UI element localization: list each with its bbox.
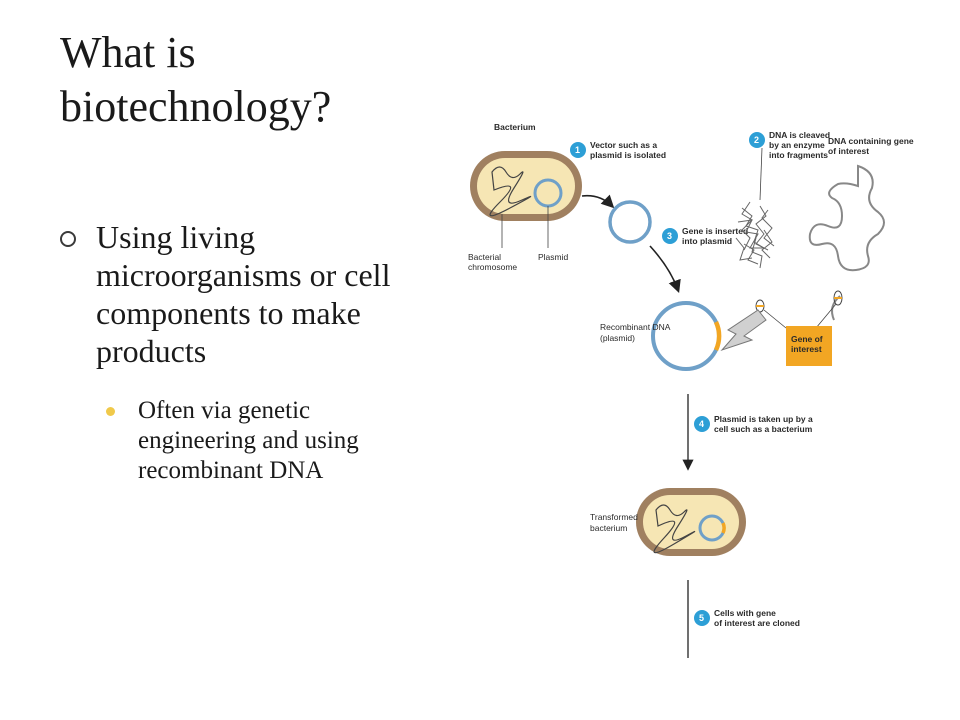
step-2-circle	[749, 132, 765, 148]
transformed-chromosome-shape	[653, 504, 696, 554]
bullet-text: Using living microorganisms or cell comp…	[96, 219, 391, 369]
slide-title: What is biotechnology?	[60, 28, 332, 131]
step-5-circle	[694, 610, 710, 626]
step-4-number: 4	[699, 419, 704, 429]
arrow-insert	[649, 245, 681, 294]
donor-dna-shape	[808, 164, 885, 272]
dot-bullet-icon	[106, 407, 115, 416]
step-3-circle	[662, 228, 678, 244]
step-2-number: 2	[754, 135, 759, 145]
plasmid-label: Plasmid	[538, 252, 569, 262]
step-3-text: Gene is inserted into plasmid	[682, 226, 751, 246]
bacterium-label: Bacterium	[494, 122, 536, 132]
inserted-gene-segment	[713, 321, 722, 351]
sub-bullet-item: Often via genetic engineering and using …	[96, 396, 428, 486]
arrow-isolate	[581, 194, 615, 209]
sub-bullet-text: Often via genetic engineering and using …	[138, 397, 359, 484]
step-2-text: DNA is cleaved by an enzyme into fragmen…	[769, 130, 832, 160]
isolated-plasmid	[608, 200, 652, 244]
bullet-list: Using living microorganisms or cell comp…	[60, 218, 430, 486]
gray-insert-arrow	[720, 309, 767, 352]
dna-fragments	[735, 201, 775, 269]
step-1-number: 1	[575, 145, 580, 155]
transformed-bacterium-label: Transformed bacterium	[590, 512, 640, 533]
step-5-text: Cells with gene of interest are cloned	[714, 608, 800, 628]
recombinant-plasmid	[651, 301, 721, 371]
bacterial-chromosome-label: Bacterial chromosome	[468, 252, 517, 272]
step-1-circle	[570, 142, 586, 158]
step-4-text: Plasmid is taken up by a cell such as a …	[714, 414, 815, 434]
step-5-number: 5	[699, 613, 704, 623]
gene-of-interest-label: Gene of interest	[791, 334, 825, 354]
bullet-item: Using living microorganisms or cell comp…	[60, 218, 430, 370]
dna-gene-label: DNA containing gene of interest	[828, 136, 916, 156]
step-3-number: 3	[667, 231, 672, 241]
recombinant-dna-label: Recombinant DNA (plasmid)	[600, 322, 672, 343]
step-4-circle	[694, 416, 710, 432]
bacterial-chromosome-shape	[489, 166, 532, 217]
recombinant-dna-diagram: Bacterium Bacterial chromosome Plasmid 1…	[460, 118, 930, 668]
gene-of-interest-box	[786, 326, 832, 366]
hollow-circle-bullet-icon	[60, 231, 76, 247]
step-1-text: Vector such as a plasmid is isolated	[590, 140, 666, 160]
